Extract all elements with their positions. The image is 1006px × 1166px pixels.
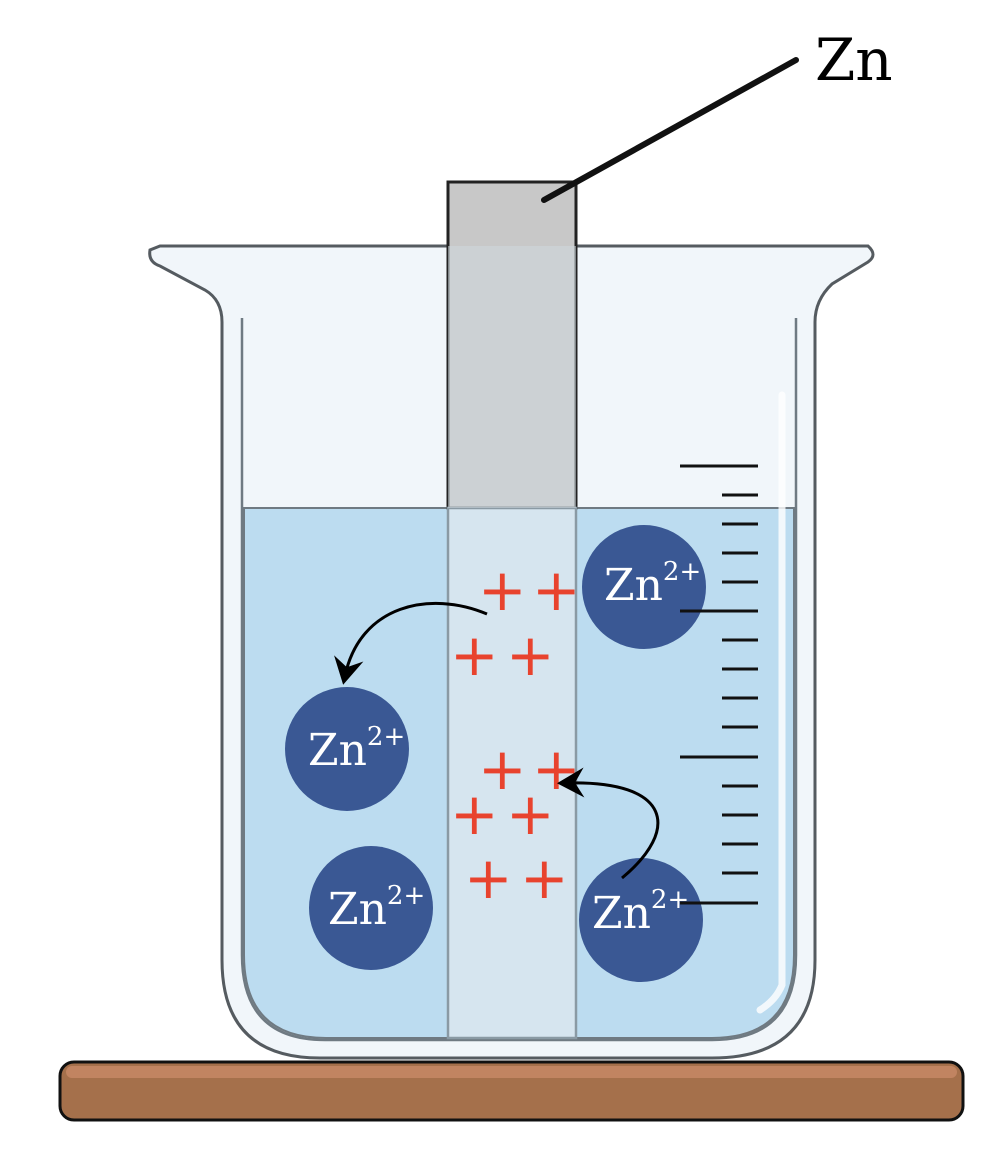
svg-text:Zn2+: Zn2+ [592, 885, 689, 939]
ion-charge: 2+ [651, 885, 689, 915]
ion-top-right: Zn2+ [582, 525, 706, 649]
arrow-ion-to-electrode [557, 767, 660, 880]
plus-sign: + [532, 556, 581, 624]
zinc-electrode [446, 180, 578, 1040]
svg-text:Zn2+: Zn2+ [328, 881, 425, 935]
graduation-overlap [680, 609, 758, 905]
plus-sign: + [450, 621, 499, 689]
electrode-label: Zn [815, 26, 893, 94]
ion-charge: 2+ [367, 722, 405, 752]
ion-symbol: Zn [308, 725, 367, 776]
ion-bottom-right: Zn2+ [579, 858, 703, 982]
ion-symbol: Zn [604, 560, 663, 611]
svg-text:Zn2+: Zn2+ [604, 557, 701, 611]
ion-bottom-left: Zn2+ [309, 846, 433, 970]
ion-charge: 2+ [387, 881, 425, 911]
ion-symbol: Zn [592, 888, 651, 939]
plus-sign: + [478, 735, 527, 803]
electrode-leader-line [541, 57, 799, 203]
ion-middle-left: Zn2+ [285, 687, 409, 811]
ion-symbol: Zn [328, 884, 387, 935]
stand [58, 1060, 965, 1122]
svg-text:Zn2+: Zn2+ [308, 722, 405, 776]
plus-sign: + [450, 780, 499, 848]
arrow-electrode-to-ion [334, 601, 488, 685]
plus-sign: + [506, 780, 555, 848]
plus-sign: + [464, 844, 513, 912]
plus-sign: + [520, 844, 569, 912]
ion-charge: 2+ [663, 557, 701, 587]
plus-sign: + [506, 621, 555, 689]
